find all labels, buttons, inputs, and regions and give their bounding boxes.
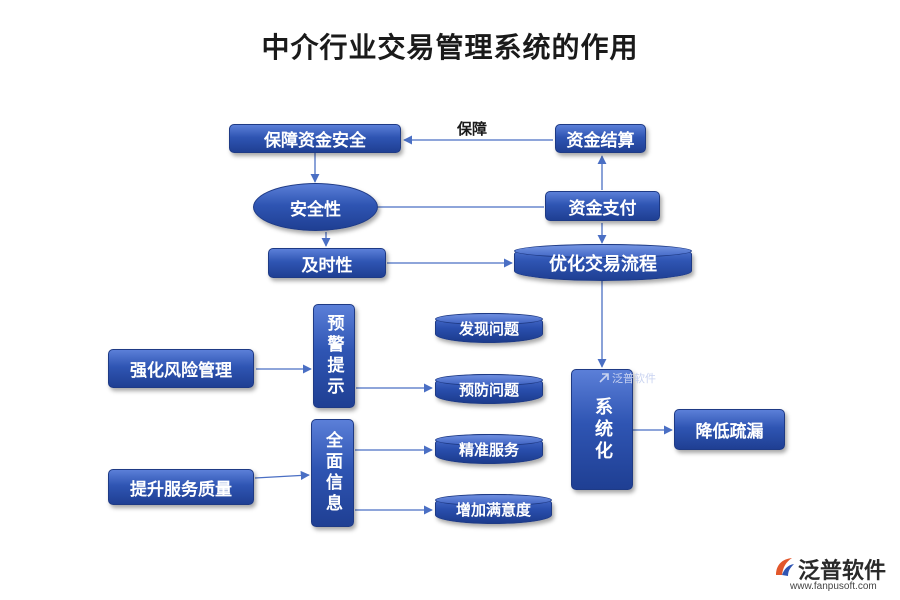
diagram-title: 中介行业交易管理系统的作用 <box>261 31 639 64</box>
node-timeliness: 及时性 <box>268 248 386 278</box>
node-risk: 强化风险管理 <box>108 349 254 388</box>
node-prevent-issue-label: 预防问题 <box>458 380 519 399</box>
node-warning: 预警提示 <box>313 304 355 408</box>
node-reduce-gaps: 降低疏漏 <box>674 409 785 450</box>
node-optimize: 优化交易流程 <box>514 244 692 281</box>
node-optimize-label: 优化交易流程 <box>549 253 657 275</box>
node-satisfaction-label: 增加满意度 <box>455 500 531 519</box>
inner-logo-text: 泛普软件 <box>612 372 656 385</box>
node-satisfaction: 增加满意度 <box>435 494 552 524</box>
node-full-info: 全面信息 <box>311 419 354 527</box>
node-settlement: 资金结算 <box>555 124 646 153</box>
node-payment: 资金支付 <box>545 191 660 221</box>
node-find-issue: 发现问题 <box>435 313 543 343</box>
watermark-name: 泛普软件 <box>798 559 887 584</box>
node-find-issue-label: 发现问题 <box>458 319 519 338</box>
fanpu-logo-icon <box>776 558 794 576</box>
node-quality: 提升服务质量 <box>108 469 254 505</box>
node-prevent-issue: 预防问题 <box>435 374 543 404</box>
node-safety: 安全性 <box>253 183 378 231</box>
watermark-logo: 泛普软件 www.fanpusoft.com <box>770 553 890 593</box>
node-protect-funds: 保障资金安全 <box>229 124 401 153</box>
node-precise-service: 精准服务 <box>435 434 543 464</box>
inner-logo-icon <box>599 373 609 383</box>
node-systematize: 系统化 <box>571 369 633 490</box>
edge-quality-to-info <box>254 470 310 480</box>
edge-label-protect: 保障 <box>457 120 488 138</box>
inner-logo: 泛普软件 <box>598 370 656 386</box>
watermark-url: www.fanpusoft.com <box>790 581 877 592</box>
node-precise-service-label: 精准服务 <box>458 440 519 459</box>
